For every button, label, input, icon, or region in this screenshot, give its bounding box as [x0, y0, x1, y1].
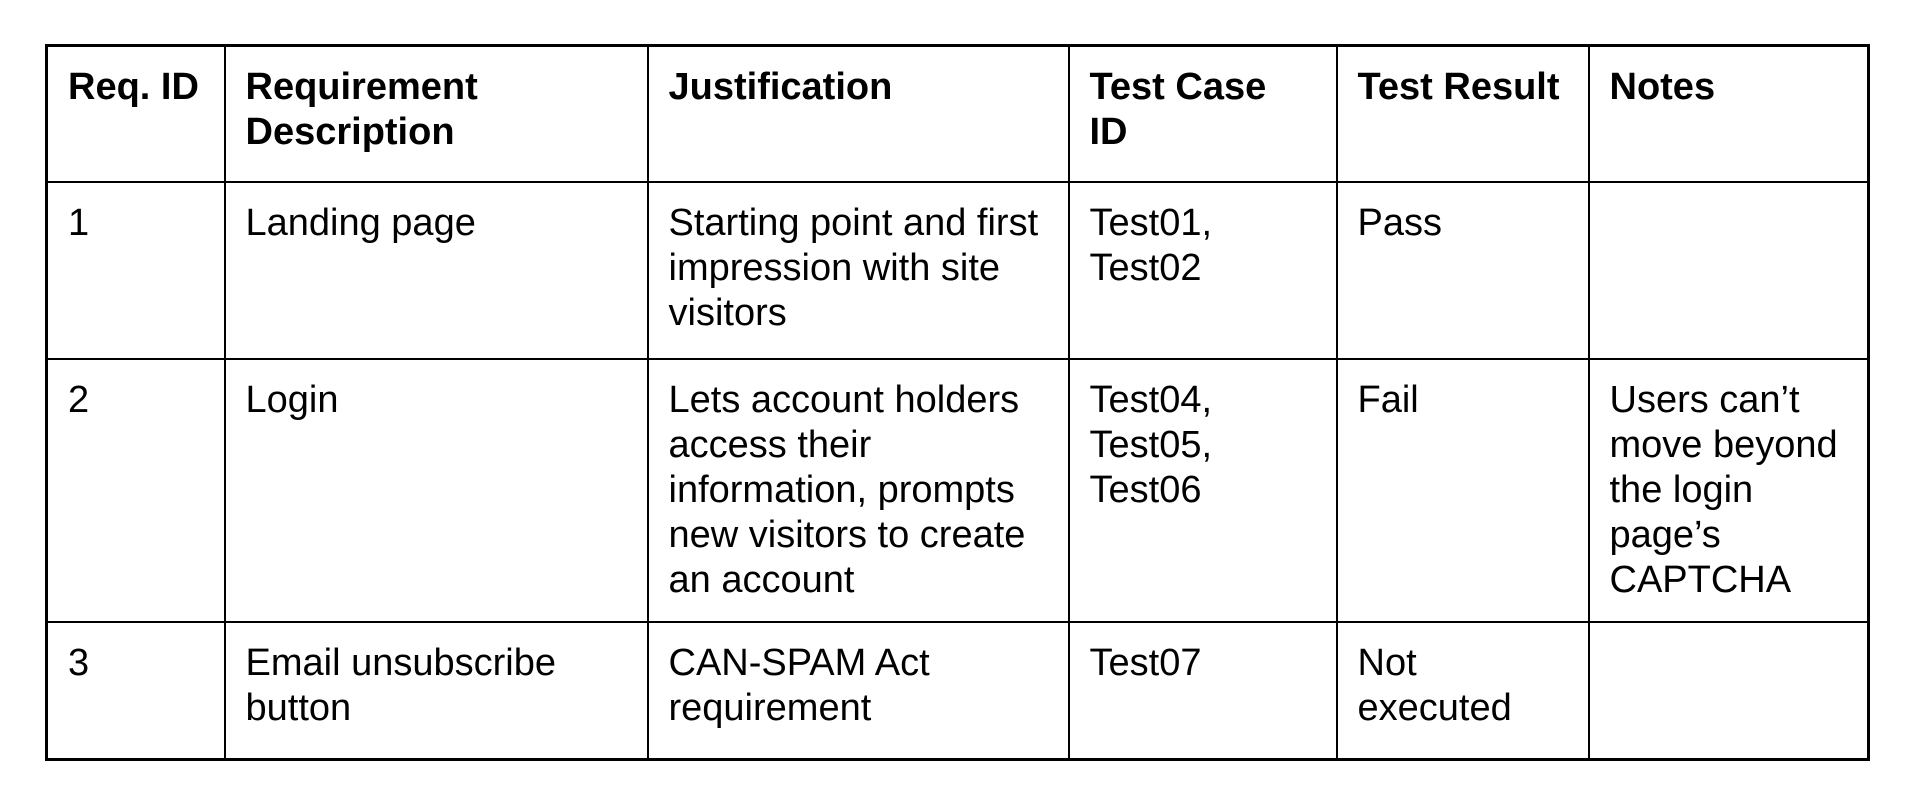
cell-test-case-id: Test01, Test02 — [1067, 180, 1338, 360]
cell-test-case-id: Test04, Test05, Test06 — [1067, 357, 1338, 623]
cell-notes — [1587, 620, 1870, 761]
cell-description: Login — [223, 357, 649, 623]
cell-req-id: 1 — [45, 180, 226, 360]
cell-test-result: Fail — [1335, 357, 1590, 623]
header-cell-req-id: Req. ID — [45, 44, 226, 183]
cell-description: Landing page — [223, 180, 649, 360]
header-cell-test-result: Test Result — [1335, 44, 1590, 183]
table-row: 1 Landing page Starting point and first … — [45, 180, 1870, 360]
table-row: 3 Email unsubscribe button CAN-SPAM Act … — [45, 620, 1870, 761]
header-cell-description: Requirement Description — [223, 44, 649, 183]
cell-justification: Starting point and first impression with… — [646, 180, 1070, 360]
cell-test-result: Not executed — [1335, 620, 1590, 761]
cell-justification: CAN-SPAM Act requirement — [646, 620, 1070, 761]
cell-test-result: Pass — [1335, 180, 1590, 360]
header-cell-justification: Justification — [646, 44, 1070, 183]
cell-description: Email unsubscribe button — [223, 620, 649, 761]
header-cell-notes: Notes — [1587, 44, 1870, 183]
cell-req-id: 3 — [45, 620, 226, 761]
cell-test-case-id: Test07 — [1067, 620, 1338, 761]
header-row: Req. ID Requirement Description Justific… — [45, 44, 1870, 183]
cell-notes: Users can’t move beyond the login page’s… — [1587, 357, 1870, 623]
cell-notes — [1587, 180, 1870, 360]
header-cell-test-case-id: Test Case ID — [1067, 44, 1338, 183]
table-row: 2 Login Lets account holders access thei… — [45, 357, 1870, 623]
cell-justification: Lets account holders access their inform… — [646, 357, 1070, 623]
cell-req-id: 2 — [45, 357, 226, 623]
requirements-traceability-table: Req. ID Requirement Description Justific… — [45, 44, 1870, 761]
